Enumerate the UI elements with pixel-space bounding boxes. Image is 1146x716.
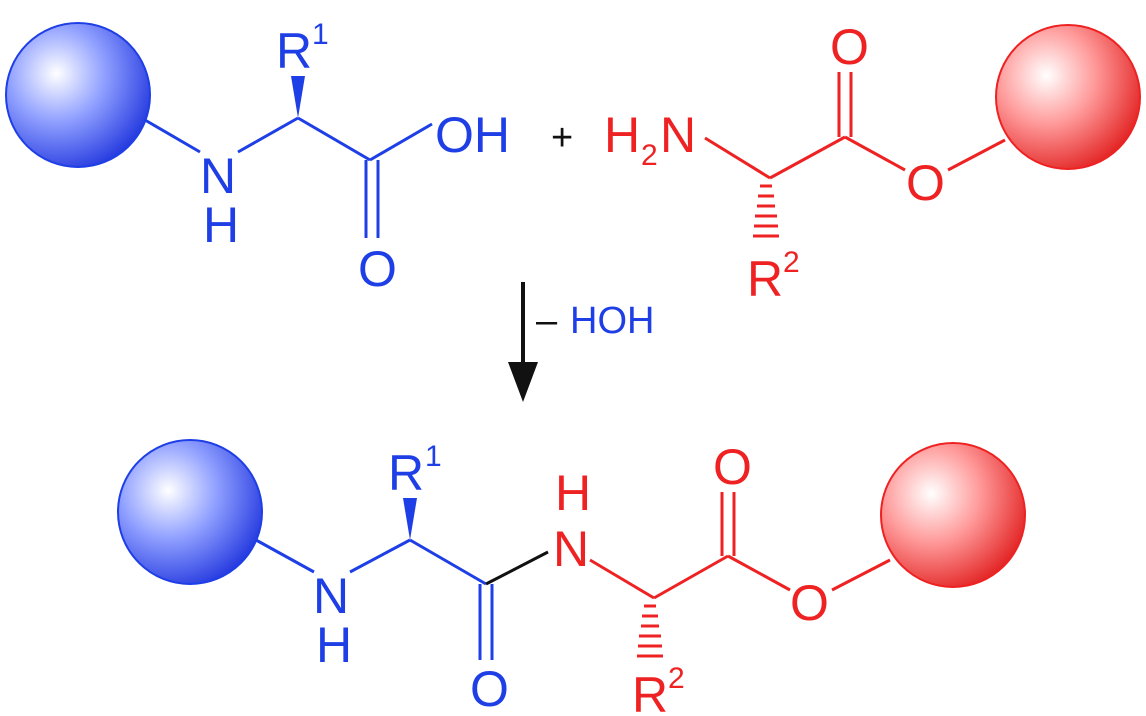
- product-blue-sphere: [117, 439, 263, 585]
- blue-nh-h: H: [203, 197, 239, 253]
- red-amine-h: H: [604, 107, 640, 163]
- product-r2-index: 2: [668, 662, 685, 695]
- red-resin-sphere: [995, 24, 1141, 170]
- product-red-bonds: [589, 492, 891, 658]
- product-r1-index: 1: [425, 440, 442, 473]
- product-amide-n: N: [553, 521, 589, 577]
- red-r-index: 2: [783, 246, 800, 279]
- red-amine-n: N: [660, 107, 696, 163]
- blue-carbonyl-o: O: [358, 241, 397, 297]
- blue-r-index: 1: [312, 18, 329, 51]
- new-amide-bond: [485, 550, 549, 586]
- red-bonds: [704, 72, 1006, 238]
- product-blue-wedge: [403, 498, 417, 540]
- arrow-minus: –: [536, 300, 558, 342]
- dipeptide-product: R 1 N H O H N O O R 2: [117, 439, 1026, 716]
- product-carbonyl-o: O: [713, 439, 752, 495]
- red-amine-subscript: 2: [641, 139, 658, 172]
- blue-amino-acid-reactant: R 1 N H O OH: [5, 18, 510, 297]
- blue-hydroxyl: OH: [435, 107, 510, 163]
- product-ester-o: O: [790, 575, 829, 631]
- product-r1-label: R: [388, 445, 424, 501]
- product-r2-label: R: [632, 667, 668, 716]
- product-blue-bonds: [255, 538, 494, 660]
- red-r-label: R: [747, 251, 783, 307]
- product-amide-h: H: [555, 465, 591, 521]
- red-amino-ester-reactant: H 2 N O O R 2: [604, 19, 1141, 307]
- blue-bonds: [144, 116, 433, 238]
- product-red-sphere: [880, 442, 1026, 588]
- red-ester-o: O: [906, 155, 945, 211]
- reaction-arrow: – HOH: [508, 282, 654, 402]
- product-blue-nh-h: H: [316, 617, 352, 673]
- product-amide-o: O: [470, 661, 509, 716]
- product-blue-nh-n: N: [313, 568, 349, 624]
- blue-r-label: R: [276, 23, 312, 79]
- plus-sign: +: [551, 117, 573, 159]
- blue-nh-n: N: [200, 148, 236, 204]
- red-carbonyl-o: O: [830, 19, 869, 75]
- arrow-byproduct-hoh: HOH: [570, 300, 654, 342]
- blue-wedge-bond: [291, 76, 305, 118]
- arrow-head: [508, 362, 538, 402]
- blue-resin-sphere: [5, 22, 151, 168]
